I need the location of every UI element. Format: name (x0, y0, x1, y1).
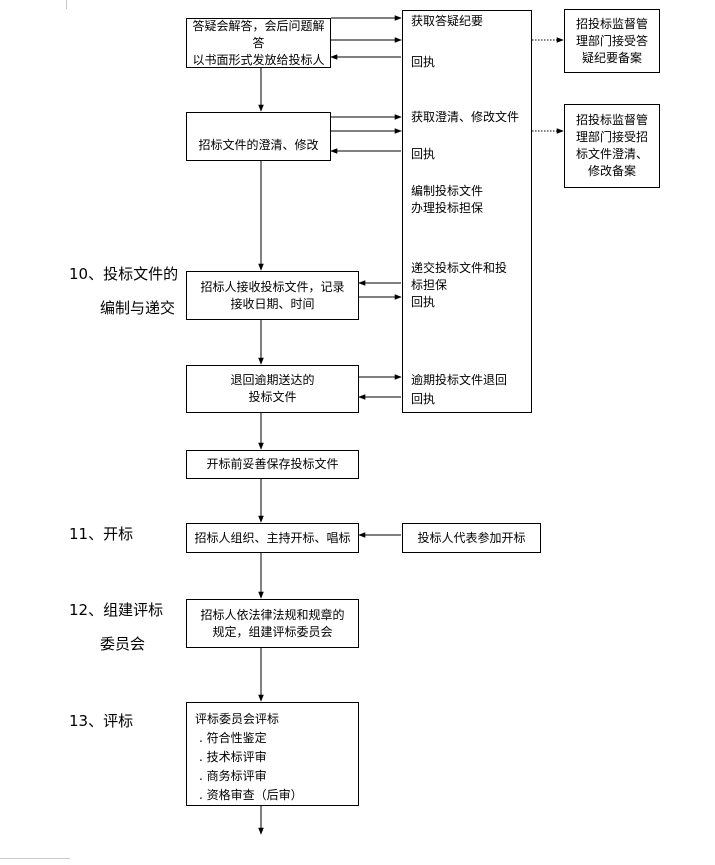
page-corner-mark-bottom (0, 858, 70, 859)
bidder-receipt-1: 回执 (411, 55, 436, 69)
bidder-column-box (402, 10, 532, 413)
evaluation-box: 评标委员会评标 . 符合性鉴定 . 技术标评审 . 商务标评审 . 资格审查（后… (186, 702, 359, 806)
section-10-label: 10、投标文件的 编制与递交 (69, 265, 179, 317)
supervision-minutes-box: 招投标监督管 理部门接受答 疑纪要备案 (564, 9, 660, 73)
evaluation-item: . 资格审查（后审） (199, 788, 303, 802)
section-12-label: 12、组建评标 委员会 (69, 601, 164, 653)
evaluation-item: . 商务标评审 (199, 769, 267, 783)
evaluation-title: 评标委员会评标 (195, 712, 280, 726)
evaluation-item: . 符合性鉴定 (199, 731, 267, 745)
bidder-rep-box: 投标人代表参加开标 (402, 523, 541, 553)
evaluation-item: . 技术标评审 (199, 750, 267, 764)
page-corner-mark-top (66, 0, 67, 9)
bidder-get-clarify: 获取澄清、修改文件 (411, 110, 520, 124)
return-box: 退回逾期送达的 投标文件 (186, 365, 359, 413)
supervision-clarify-box: 招投标监督管 理部门接受招 标文件澄清、 修改备案 (564, 104, 660, 188)
clarify-box: 招标文件的澄清、修改 (186, 112, 331, 161)
committee-box: 招标人依法律法规和规章的 规定，组建评标委员会 (186, 599, 359, 648)
keep-box: 开标前妥善保存投标文件 (186, 450, 359, 479)
bidder-receipt-3: 回执 (411, 392, 436, 406)
answer-box: 答疑会解答，会后问题解答 以书面形式发放给投标人 (186, 18, 331, 68)
open-box: 招标人组织、主持开标、唱标 (186, 523, 359, 553)
bidder-receipt-2: 回执 (411, 147, 436, 161)
bidder-prepare: 编制投标文件 办理投标担保 (411, 184, 484, 215)
section-11-label: 11、开标 (69, 525, 134, 543)
section-13-label: 13、评标 (69, 712, 134, 730)
receive-box: 招标人接收投标文件，记录 接收日期、时间 (186, 271, 359, 320)
bidder-get-minutes: 获取答疑纪要 (411, 14, 484, 28)
bidder-late-return: 逾期投标文件退回 (411, 373, 508, 387)
bidder-submit: 递交投标文件和投 标担保 回执 (411, 261, 508, 309)
